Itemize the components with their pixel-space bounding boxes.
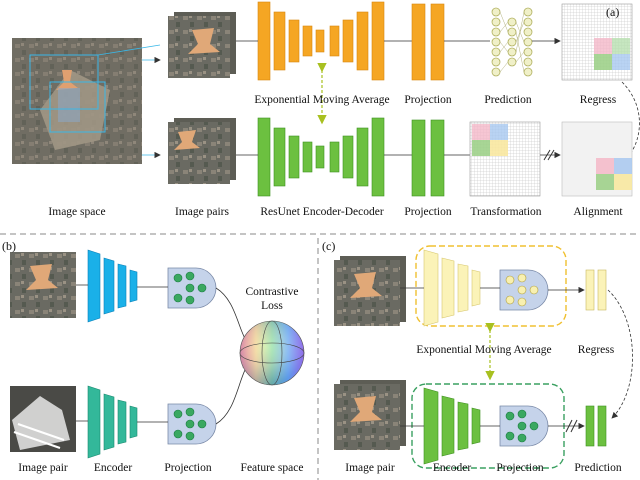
panel-a: [12, 1, 640, 197]
label-regress-top: Regress: [579, 94, 617, 106]
alignment-grid: [561, 121, 633, 197]
label-ema-top: Exponential Moving Average: [254, 94, 390, 106]
label-projection-top: Projection: [404, 94, 452, 106]
panel-b-projection-bottom: [167, 403, 217, 445]
panel-b-tag: (b): [2, 239, 16, 253]
label-c-image-pair: Image pair: [345, 462, 395, 474]
label-c-ema: Exponential Moving Average: [416, 344, 552, 356]
panel-c: [334, 245, 633, 469]
label-image-space: Image space: [48, 206, 106, 218]
label-c-prediction: Prediction: [574, 462, 622, 474]
panel-b-encoder-top: [87, 249, 138, 323]
label-feature-space: Feature space: [240, 462, 304, 474]
resunet-encoder-decoder: [257, 117, 385, 197]
image-pair-top: [168, 12, 236, 78]
panel-b-projection-top: [167, 267, 217, 309]
panel-c-image-bottom: [334, 380, 406, 450]
label-transformation: Transformation: [470, 206, 542, 218]
image-space-image: [12, 38, 142, 164]
label-b-image-pair: Image pair: [18, 462, 68, 474]
panel-c-online-projection: [499, 405, 549, 447]
label-image-pairs: Image pairs: [175, 206, 229, 218]
panel-c-prediction-blocks: [585, 405, 607, 447]
label-loss: Loss: [261, 300, 283, 312]
projection-blocks-bottom: [411, 119, 445, 197]
panel-c-image-top: [334, 256, 406, 326]
panel-c-tag: (c): [322, 239, 336, 253]
transformation-grid: [469, 121, 541, 197]
panel-b-image-top: [10, 252, 76, 318]
label-c-encoder: Encoder: [432, 462, 472, 474]
ema-encoder-decoder: [257, 1, 385, 81]
label-alignment: Alignment: [573, 206, 623, 218]
panel-c-ema-projection: [499, 269, 549, 311]
regress-grid: [561, 3, 633, 81]
panel-c-regress-blocks: [585, 269, 607, 311]
panel-b: [10, 249, 305, 459]
panel-b-encoder-bottom: [87, 385, 138, 459]
label-b-encoder: Encoder: [93, 462, 133, 474]
label-contrastive: Contrastive: [245, 286, 299, 298]
projection-blocks-top: [411, 3, 445, 81]
feature-space-sphere: [239, 320, 305, 386]
panel-c-ema-encoder: [423, 249, 481, 327]
prediction-mlp: [491, 7, 533, 77]
panel-a-tag: (a): [606, 5, 620, 19]
label-c-regress: Regress: [577, 344, 615, 356]
image-pair-bottom: [168, 118, 236, 184]
label-prediction-top: Prediction: [484, 94, 532, 106]
ema-dashed-box: [415, 245, 567, 327]
label-c-projection: Projection: [496, 462, 544, 474]
label-projection-bottom: Projection: [404, 206, 452, 218]
panel-c-online-encoder: [423, 387, 481, 465]
panel-b-image-bottom: [10, 386, 76, 452]
label-b-projection: Projection: [164, 462, 212, 474]
label-resunet: ResUnet Encoder-Decoder: [260, 206, 384, 218]
